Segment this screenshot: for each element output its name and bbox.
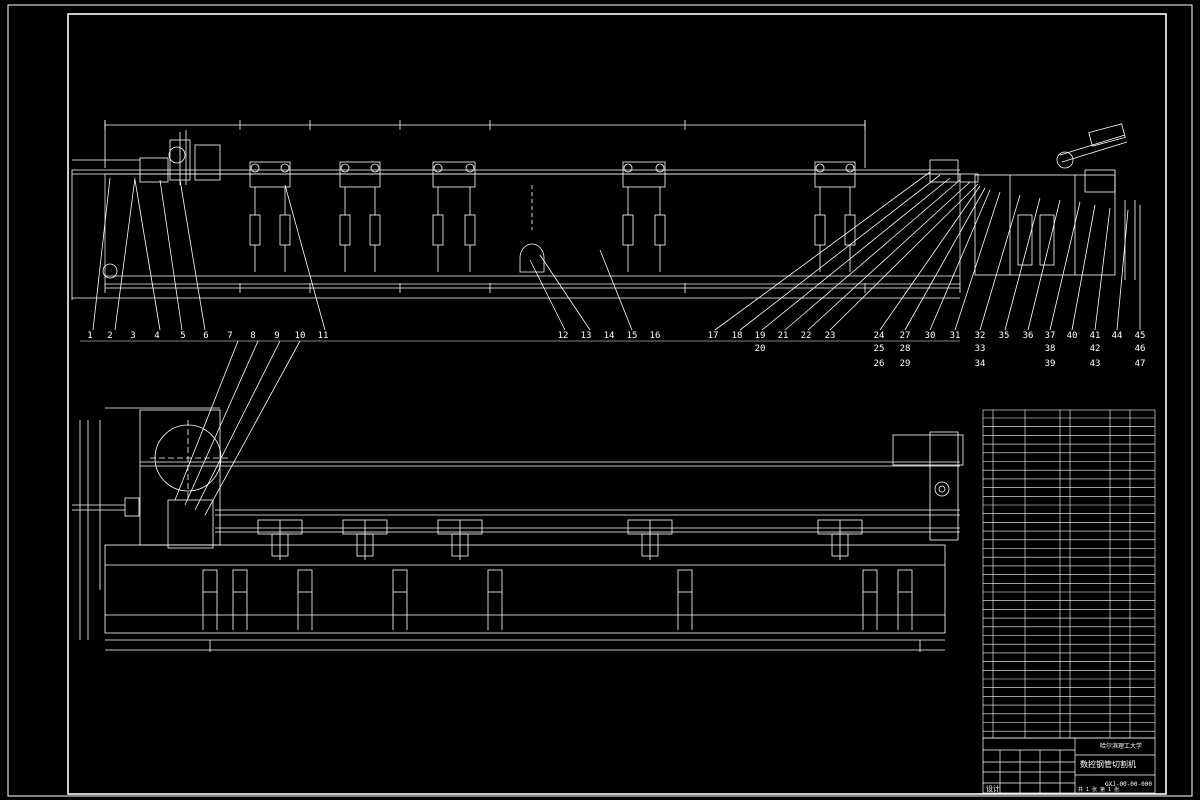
part-number: 10 [295,331,306,341]
part-number: 20 [755,344,766,354]
drawing-title: 数控钢管切割机 [1080,759,1136,769]
part-number: 5 [180,331,185,341]
part-number: 46 [1135,344,1146,354]
sheet-count: 共 1 张 第 1 张 [1078,786,1119,793]
plan-frame-legs [202,569,913,630]
parts-list-rows [983,417,1155,732]
part-number: 3 [130,331,135,341]
title-block [982,737,1156,794]
school-name: 哈尔滨理工大学 [1100,742,1142,750]
frame-leg [202,569,218,630]
part-number: 29 [900,359,911,369]
bottom-dimension-ticks [104,283,961,293]
title-block-text: 设计 数控钢管切割机 哈尔滨理工大学 GXJ-00-00-000 共 1 张 第… [986,742,1152,793]
frame-leg [677,569,693,630]
part-number: 9 [274,331,279,341]
part-number: 17 [708,331,719,341]
support-unit [814,161,856,272]
frame-leg [487,569,503,630]
part-number: 23 [825,331,836,341]
part-number: 15 [627,331,638,341]
plan-view [72,340,964,652]
frame-leg [297,569,313,630]
parts-list-table [982,409,1156,739]
plan-support-units [257,519,863,560]
part-number: 14 [604,331,615,341]
support-unit [622,161,666,272]
part-number: 7 [227,331,232,341]
part-number: 31 [950,331,961,341]
part-number: 1 [87,331,92,341]
frame-leg [897,569,913,630]
part-number: 6 [203,331,208,341]
top-dimension-ticks [104,120,866,130]
part-number: 47 [1135,359,1146,369]
support-cylinders [249,161,856,272]
frame-leg [232,569,248,630]
part-number: 16 [650,331,661,341]
part-number: 18 [732,331,743,341]
part-number: 41 [1090,331,1101,341]
part-number: 11 [318,331,329,341]
part-number: 32 [975,331,986,341]
leader-lines [92,171,1141,331]
front-elevation-view [71,120,1141,331]
part-number: 4 [154,331,159,341]
part-number: 19 [755,331,766,341]
part-number: 38 [1045,344,1056,354]
part-number: 13 [581,331,592,341]
part-number: 42 [1090,344,1101,354]
sheet-border [7,4,1193,797]
part-number: 30 [925,331,936,341]
part-number: 36 [1023,331,1034,341]
part-number: 24 [874,331,885,341]
part-number: 28 [900,344,911,354]
part-number: 2 [107,331,112,341]
part-number: 34 [975,359,986,369]
plan-support-unit [437,519,483,560]
designer-label: 设计 [986,784,1000,793]
part-number: 8 [250,331,255,341]
part-number: 21 [778,331,789,341]
part-number: 12 [558,331,569,341]
part-number: 44 [1112,331,1123,341]
part-number: 35 [999,331,1010,341]
support-unit [432,161,476,272]
plan-support-unit [627,519,673,560]
part-number: 26 [874,359,885,369]
plan-support-unit [257,519,303,560]
part-number: 33 [975,344,986,354]
part-number: 40 [1067,331,1078,341]
plan-support-unit [342,519,388,560]
part-number: 25 [874,344,885,354]
part-number: 22 [801,331,812,341]
support-unit [339,161,381,272]
part-number: 45 [1135,331,1146,341]
frame-leg [392,569,408,630]
plan-support-unit [817,519,863,560]
part-number: 27 [900,331,911,341]
frame-leg [862,569,878,630]
part-number: 43 [1090,359,1101,369]
part-number: 39 [1045,359,1056,369]
drawing-number: GXJ-00-00-000 [1105,781,1152,788]
support-unit [249,161,291,272]
part-number: 37 [1045,331,1056,341]
